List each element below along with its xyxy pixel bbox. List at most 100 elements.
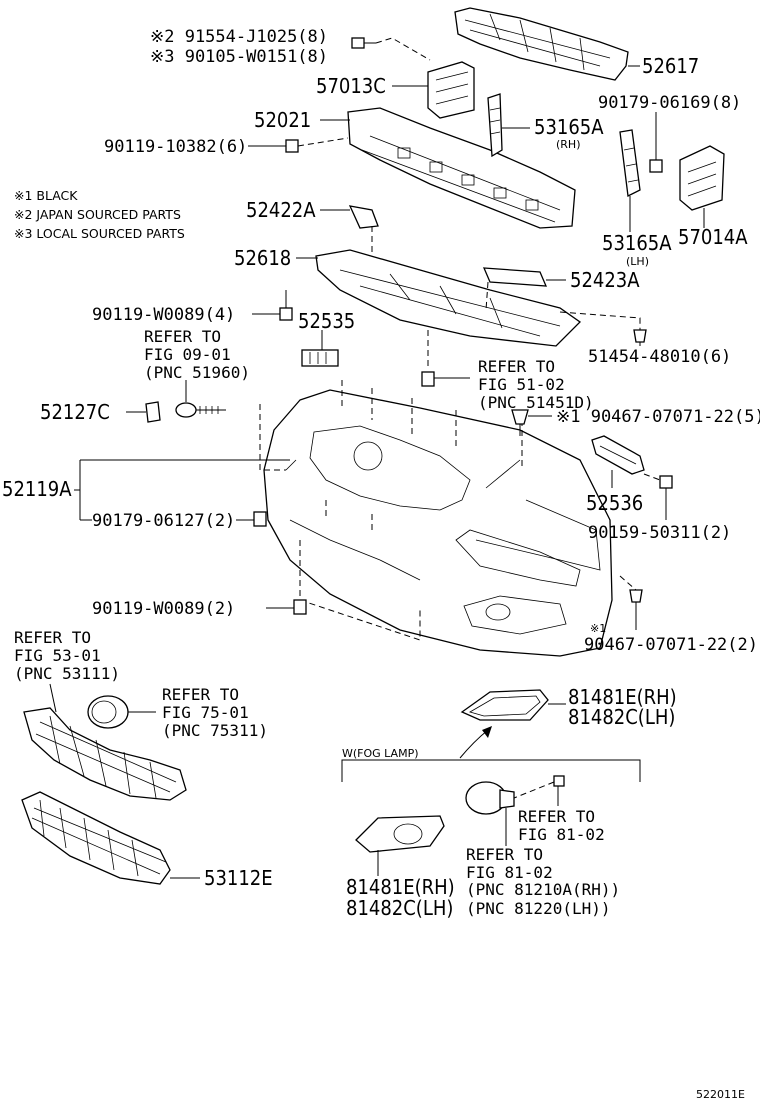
dash-90119-10382	[297, 137, 349, 147]
fog-screw-drawing	[513, 775, 565, 806]
diagram-id: 522011E	[696, 1088, 745, 1101]
part-53165a-lh-drawing	[619, 129, 641, 197]
label-91554: ※2 91554-J1025(8)	[150, 27, 328, 47]
ref-51-02-line3: (PNC 51451D)	[478, 393, 594, 412]
label-52422a: 52422A	[246, 198, 316, 222]
part-81481e-cover-drawing	[460, 689, 549, 721]
label-53165a-lh: 53165A	[602, 231, 672, 255]
ref-09-01-line1: REFER TO	[144, 327, 221, 346]
label-90119-10382: 90119-10382(6)	[104, 137, 247, 157]
label-51454: 51454-48010(6)	[588, 347, 731, 367]
label-81481e-rh-2: 81481E(RH)	[346, 875, 455, 899]
part-52617-drawing	[454, 7, 629, 81]
label-90467-5: ※1 90467-07071-22(5)	[556, 407, 760, 427]
ref-81-02-a-line1: REFER TO	[518, 807, 595, 826]
dash-lower-clips	[325, 500, 373, 530]
dash-52423a	[485, 281, 489, 311]
label-52119a: 52119A	[2, 477, 72, 501]
label-52617: 52617	[642, 54, 699, 78]
label-90119-w0089-2: 90119-W0089(2)	[92, 599, 235, 619]
label-pnc-81210a: (PNC 81210A(RH))	[466, 880, 620, 899]
ref-81-02-b-line2: FIG 81-02	[466, 863, 553, 882]
part-81481e-fog-cover-drawing	[355, 815, 445, 853]
label-52021: 52021	[254, 108, 311, 132]
label-90119-w0089-4: 90119-W0089(4)	[92, 305, 235, 325]
label-lh-tag: (LH)	[626, 255, 649, 268]
ref-53-01-line1: REFER TO	[14, 628, 91, 647]
arrow-fog-lamp	[459, 729, 489, 759]
clip-90467-5-drawing	[511, 409, 529, 436]
ref-75-01-line2: FIG 75-01	[162, 703, 249, 722]
dash-91554	[375, 37, 431, 61]
bolt-90119-w0089-4-drawing	[279, 290, 293, 321]
part-52618-drawing	[315, 249, 582, 347]
dash-tow-hook	[259, 404, 286, 471]
ref-81-02-b-line1: REFER TO	[466, 845, 543, 864]
bolt-51451d-drawing	[421, 330, 435, 387]
ref-53-01-line2: FIG 53-01	[14, 646, 101, 665]
label-52618: 52618	[234, 246, 291, 270]
clip-90467-2-drawing	[619, 575, 643, 630]
ref-09-01-line3: (PNC 51960)	[144, 363, 250, 382]
nut-90179-06169-drawing	[649, 159, 663, 173]
ref-81-02-a-line2: FIG 81-02	[518, 825, 605, 844]
ref-51-02-line2: FIG 51-02	[478, 375, 565, 394]
label-rh-tag: (RH)	[556, 138, 581, 151]
ref-53-01-line3: (PNC 53111)	[14, 664, 120, 683]
label-81481e-rh: 81481E(RH)	[568, 685, 677, 709]
part-53112e-grille-drawing	[21, 791, 171, 885]
part-52021-drawing	[347, 107, 576, 229]
part-53165a-rh-drawing	[487, 93, 503, 158]
label-52536: 52536	[586, 491, 643, 515]
label-57013c: 57013C	[316, 74, 386, 98]
label-52535: 52535	[298, 309, 355, 333]
part-52422a-drawing	[348, 205, 379, 229]
part-52423a-drawing	[482, 267, 548, 287]
ref-51-02-line1: REFER TO	[478, 357, 555, 376]
part-52127c-drawing	[145, 401, 161, 423]
part-52535-drawing	[301, 349, 339, 367]
label-81482c-lh: 81482C(LH)	[568, 705, 675, 729]
ref-09-01-line2: FIG 09-01	[144, 345, 231, 364]
clip-51454-drawing	[633, 329, 647, 343]
label-52423a: 52423A	[570, 268, 640, 292]
legend-note-1: ※1 BLACK	[14, 188, 78, 203]
dash-lower-zone	[299, 540, 421, 641]
dash-51454	[559, 311, 641, 330]
label-90467-2: 90467-07071-22(2)	[584, 635, 758, 655]
label-90179-06169: 90179-06169(8)	[598, 93, 741, 113]
label-90159: 90159-50311(2)	[588, 523, 731, 543]
bolt-90119-10382-drawing	[285, 139, 299, 153]
label-53165a-rh: 53165A	[534, 115, 604, 139]
legend-note-2: ※2 JAPAN SOURCED PARTS	[14, 207, 181, 222]
fog-lamp-drawing	[465, 781, 515, 815]
label-81482c-lh-2: 81482C(LH)	[346, 896, 453, 920]
tow-hook-drawing	[175, 402, 226, 418]
fog-lamp-bracket	[341, 759, 641, 782]
lead-53111	[49, 683, 57, 713]
screw-90159-drawing	[643, 473, 673, 520]
emblem-75311-drawing	[87, 695, 156, 729]
label-90179-06127: 90179-06127(2)	[92, 511, 235, 531]
bolt-91554-drawing	[351, 37, 376, 49]
label-53112e: 53112E	[204, 866, 273, 890]
label-90105: ※3 90105-W0151(8)	[150, 47, 328, 67]
label-fog-lamp: W(FOG LAMP)	[342, 747, 419, 760]
part-57013c-drawing	[427, 61, 475, 119]
nut-90179-06127-drawing	[253, 511, 267, 527]
part-57014a-drawing	[679, 145, 725, 211]
bolt-90119-w0089-2-drawing	[293, 599, 307, 615]
ref-75-01-line3: (PNC 75311)	[162, 721, 268, 740]
arrow-head	[482, 726, 492, 738]
part-52536-drawing	[591, 435, 645, 475]
part-52119a-drawing	[263, 389, 613, 657]
label-90467-2-mark: ※1	[590, 622, 606, 635]
label-pnc-81220: (PNC 81220(LH))	[466, 899, 611, 918]
part-53111-grille-drawing	[23, 707, 187, 801]
label-52127c: 52127C	[40, 400, 110, 424]
dash-bumper-clips	[341, 380, 523, 470]
ref-75-01-line1: REFER TO	[162, 685, 239, 704]
label-57014a: 57014A	[678, 225, 748, 249]
legend-note-3: ※3 LOCAL SOURCED PARTS	[14, 226, 185, 241]
